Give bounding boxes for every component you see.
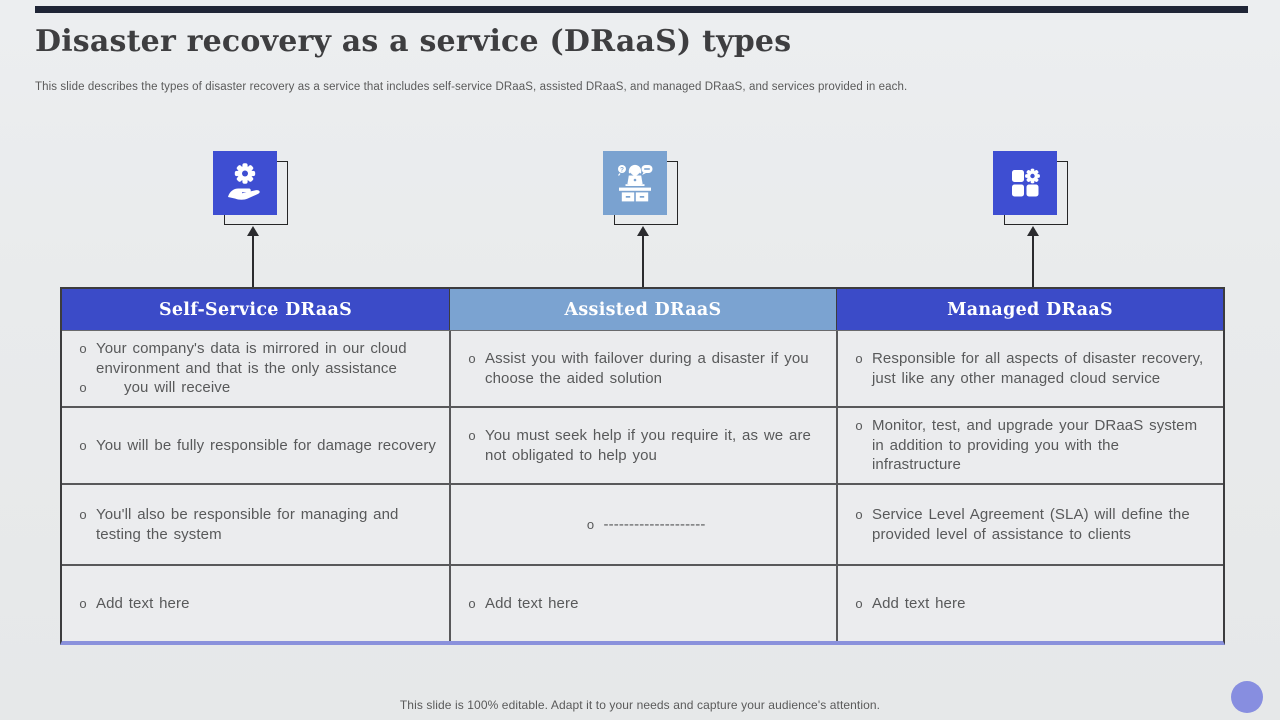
assisted-icon-group: ? [603,148,703,238]
cell-text: -------------------- [603,515,706,533]
bullet-icon: o [586,516,595,532]
cell-text: Assist you with failover during a disast… [485,349,809,387]
bullet-icon: o [855,506,863,522]
managed-icon-group [993,148,1093,238]
bullet-icon: o [855,595,863,611]
connector-line [1032,236,1034,287]
bullet-icon: o [468,350,476,366]
cell-text: Monitor, test, and upgrade your DRaaS sy… [872,416,1198,474]
support-desk-icon: ? [603,151,667,215]
cell-text: Add text here [485,594,579,612]
hand-gear-icon [213,151,277,215]
draas-types-table: Self-Service DRaaS Assisted DRaaS Manage… [60,287,1225,645]
cell-text: Add text here [96,594,190,612]
up-arrow-icon [637,226,649,236]
table-cell: o Add text here [449,566,836,641]
up-arrow-icon [1027,226,1039,236]
editable-note: This slide is 100% editable. Adapt it to… [399,698,881,712]
bullet-icon: o [79,437,87,453]
bullet-icon: o [468,595,476,611]
cell-text: Responsible for all aspects of disaster … [872,349,1204,387]
table-cell: o Add text here [62,566,449,641]
bullet-icon: o [79,380,87,396]
cell-text: you will receive [124,379,231,397]
cell-text: Service Level Agreement (SLA) will defin… [872,505,1190,543]
header-self-service: Self-Service DRaaS [62,289,449,330]
self-service-icon-group [213,148,313,238]
table-cell: o -------------------- [449,485,836,564]
connector-line [252,236,254,287]
table-cell: o Monitor, test, and upgrade your DRaaS s… [836,408,1223,483]
header-assisted: Assisted DRaaS [449,289,836,330]
svg-text:?: ? [620,166,624,173]
header-managed: Managed DRaaS [836,289,1223,330]
cell-text: Add text here [872,594,966,612]
apps-gear-icon [993,151,1057,215]
cell-text: Your company's data is mirrored in our c… [96,339,407,377]
table-cell: o Add text here [836,566,1223,641]
table-header-row: Self-Service DRaaS Assisted DRaaS Manage… [62,289,1223,330]
table-cell: o You will be fully responsible for damag… [62,408,449,483]
corner-circle-decoration [1231,681,1263,713]
bullet-icon: o [468,427,476,443]
table-cell: o You'll also be responsible for managing… [62,485,449,564]
table-row: o You'll also be responsible for managing… [62,483,1223,564]
table-cell: o Service Level Agreement (SLA) will defi… [836,485,1223,564]
connector-line [642,236,644,287]
bullet-icon: o [855,417,863,433]
table-cell: o Responsible for all aspects of disaster… [836,331,1223,406]
up-arrow-icon [247,226,259,236]
bullet-icon: o [855,350,863,366]
table-row: o Add text here o Add text here o Add text … [62,564,1223,641]
bullet-icon: o [79,340,87,356]
cell-text: You'll also be responsible for managing … [96,505,399,543]
page-title: Disaster recovery as a service (DRaaS) t… [35,24,792,59]
table-cell: o Your company's data is mirrored in our … [62,331,449,406]
cell-text: You will be fully responsible for damage… [96,436,437,454]
table-row: o Your company's data is mirrored in our … [62,330,1223,406]
bullet-icon: o [79,595,87,611]
cell-text: You must seek help if you require it, as… [485,426,811,464]
table-cell: o You must seek help if you require it, a… [449,408,836,483]
page-subtitle: This slide describes the types of disast… [35,81,908,93]
bullet-icon: o [79,506,87,522]
top-accent-bar [35,6,1248,13]
table-cell: o Assist you with failover during a disas… [449,331,836,406]
